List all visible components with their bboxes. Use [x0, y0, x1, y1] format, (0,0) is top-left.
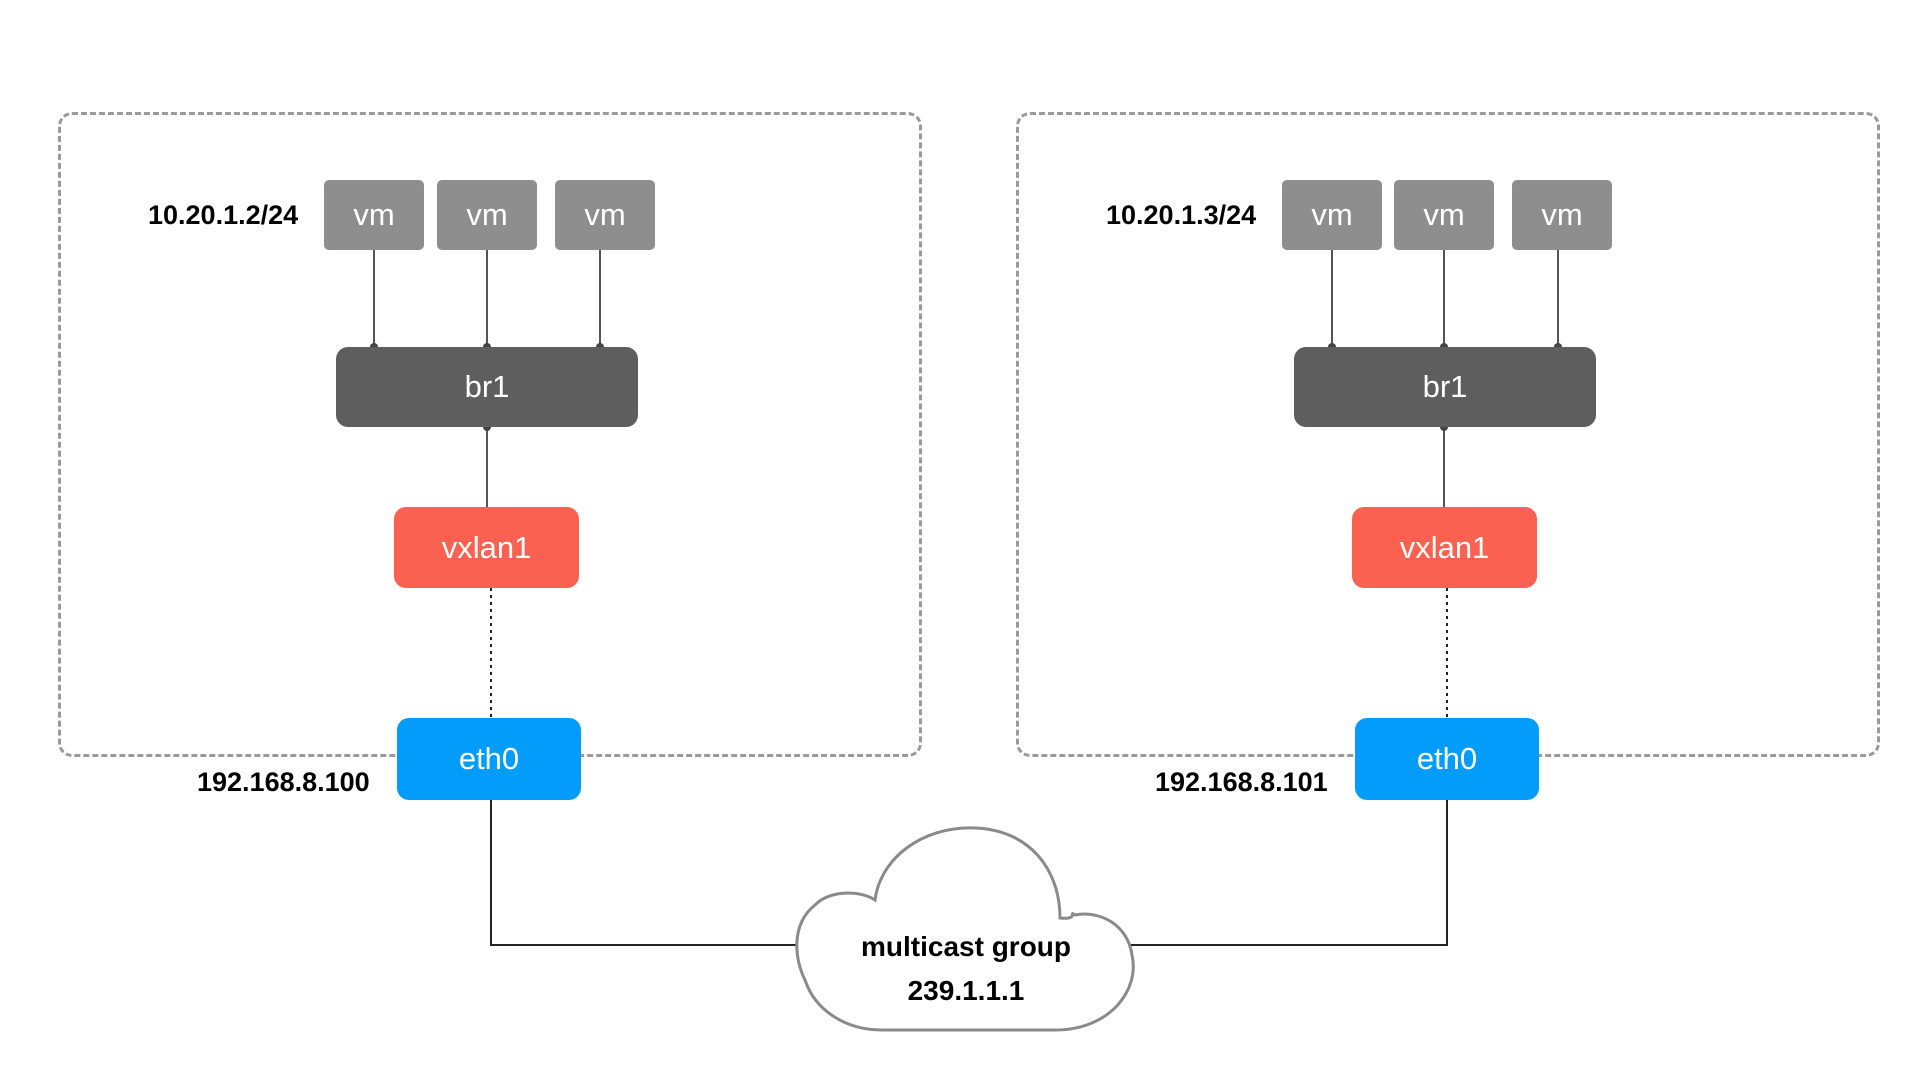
link-eth0-cloud-host2: [1128, 800, 1448, 946]
host-2-eth-ip-label: 192.168.8.101: [1155, 767, 1328, 797]
host-2-vxlan1[interactable]: vxlan1: [1352, 507, 1537, 588]
host-1-bridge-br1[interactable]: br1: [336, 347, 638, 427]
host-2-eth0[interactable]: eth0: [1355, 718, 1539, 800]
host-1-vm-ip-label: 10.20.1.2/24: [148, 200, 299, 230]
host-1-vm-2[interactable]: vm: [437, 180, 537, 250]
cloud-label-line1: multicast group: [860, 931, 1071, 962]
cloud-icon: [795, 826, 1135, 1032]
link-eth0-cloud-host1: [490, 800, 800, 946]
host-1-vxlan1[interactable]: vxlan1: [394, 507, 579, 588]
host-1-vm-3[interactable]: vm: [555, 180, 655, 250]
host-2-bridge-br1[interactable]: br1: [1294, 347, 1596, 427]
host-2-vm-ip-label: 10.20.1.3/24: [1106, 200, 1257, 230]
cloud-label-line2: 239.1.1.1: [907, 975, 1025, 1006]
host-1-eth0[interactable]: eth0: [397, 718, 581, 800]
host-1-eth-ip-label: 192.168.8.100: [197, 767, 370, 797]
host-2-vm-1[interactable]: vm: [1282, 180, 1382, 250]
host-1-vm-1[interactable]: vm: [324, 180, 424, 250]
host-2-vm-3[interactable]: vm: [1512, 180, 1612, 250]
host-2-vm-2[interactable]: vm: [1394, 180, 1494, 250]
